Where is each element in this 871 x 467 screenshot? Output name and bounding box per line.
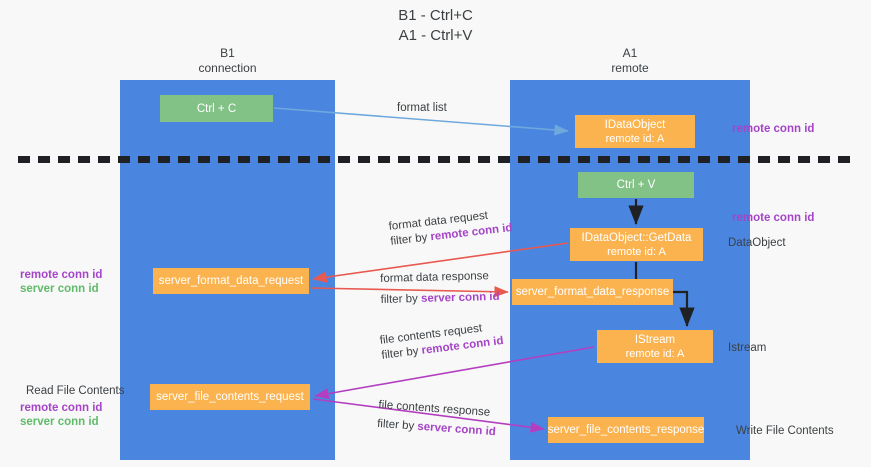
annotation-left-conn-ids-1: remote conn id server conn id	[20, 268, 102, 296]
node-file-req-label: server_file_contents_request	[156, 391, 304, 403]
node-istream-line-2: remote id: A	[625, 347, 685, 360]
edge-label-format-data-request: format data request filter by remote con…	[388, 206, 513, 250]
annotation-right-4-line-1: Istream	[728, 342, 767, 354]
edge-label-fcresp-key: server conn id	[416, 420, 497, 439]
edge-label-fdresp-line-1: format data response	[380, 270, 489, 285]
column-header-b1: B1 connection	[120, 46, 335, 76]
annotation-right-1-line-1: remote conn id	[732, 123, 815, 135]
edge-label-file-contents-request: file contents request filter by remote c…	[379, 319, 504, 364]
node-ctrl-c[interactable]: Ctrl + C	[160, 95, 273, 122]
edge-label-format-data-response: format data response filter by server co…	[380, 269, 500, 308]
edge-label-fdreq-prefix: filter by	[389, 231, 432, 248]
node-getdata-line-1: IDataObject::GetData	[581, 231, 692, 244]
annotation-right-dataobject: DataObject	[728, 236, 786, 250]
node-server-format-data-response[interactable]: server_format_data_response	[512, 279, 673, 305]
node-idataobject-getdata[interactable]: IDataObject::GetData remote id: A	[570, 228, 703, 261]
edge-label-fcresp-line-2: filter by server conn id	[377, 417, 497, 440]
edge-label-file-contents-response: file contents response filter by server …	[377, 398, 498, 440]
annotation-right-istream: Istream	[728, 341, 766, 355]
node-idataobject-line-2: remote id: A	[605, 132, 665, 145]
annotation-right-remote-conn-id-2: remote conn id	[732, 211, 814, 225]
node-file-resp-label: server_file_contents_response	[547, 424, 705, 436]
edge-label-fdresp-key: server conn id	[420, 290, 500, 305]
edge-label-fcresp-prefix: filter by	[376, 417, 418, 433]
phase-divider	[18, 156, 856, 163]
annotation-right-5-line-1: Write File Contents	[736, 425, 834, 437]
column-header-b1-line-1: B1	[220, 46, 235, 60]
node-ctrl-c-label: Ctrl + C	[196, 102, 237, 115]
annotation-left-1-line-2: server conn id	[20, 283, 99, 295]
node-server-file-contents-request[interactable]: server_file_contents_request	[150, 384, 310, 410]
column-header-a1-line-2: remote	[611, 61, 649, 75]
annotation-left-conn-ids-2: remote conn id server conn id	[20, 401, 102, 429]
annotation-right-3-line-1: DataObject	[728, 237, 786, 249]
edge-label-fdresp-prefix: filter by	[380, 292, 422, 306]
node-ctrl-v-label: Ctrl + V	[616, 179, 656, 191]
annotation-left-3-line-1: remote conn id	[20, 402, 103, 414]
column-header-a1-line-1: A1	[622, 46, 638, 60]
node-istream[interactable]: IStream remote id: A	[597, 330, 713, 363]
node-server-file-contents-response[interactable]: server_file_contents_response	[548, 417, 704, 443]
node-format-resp-label: server_format_data_response	[515, 286, 670, 298]
diagram-title-line-2: A1 - Ctrl+V	[398, 27, 473, 44]
node-idataobject[interactable]: IDataObject remote id: A	[575, 115, 695, 148]
diagram-title-line-1: B1 - Ctrl+C	[398, 7, 473, 24]
annotation-right-remote-conn-id-1: remote conn id	[732, 122, 814, 136]
column-header-a1: A1 remote	[510, 46, 750, 76]
node-idataobject-line-1: IDataObject	[604, 118, 666, 131]
annotation-right-write-file-contents: Write File Contents	[736, 424, 834, 438]
annotation-left-2-line-1: Read File Contents	[26, 385, 125, 397]
diagram-title: B1 - Ctrl+C A1 - Ctrl+V	[0, 6, 871, 46]
annotation-left-read-file-contents: Read File Contents	[26, 384, 124, 398]
edge-label-format-list-text: format list	[397, 102, 447, 114]
node-istream-line-1: IStream	[634, 333, 676, 346]
node-format-req-label: server_format_data_request	[158, 275, 304, 287]
annotation-left-1-line-1: remote conn id	[20, 269, 103, 281]
node-server-format-data-request[interactable]: server_format_data_request	[153, 268, 309, 294]
edge-label-fdresp-line-2: filter by server conn id	[381, 290, 500, 308]
node-ctrl-v[interactable]: Ctrl + V	[578, 172, 694, 198]
annotation-left-3-line-2: server conn id	[20, 416, 99, 428]
annotation-right-2-line-1: remote conn id	[732, 212, 815, 224]
edge-label-format-list: format list	[397, 101, 447, 116]
node-getdata-line-2: remote id: A	[607, 245, 666, 258]
column-header-b1-line-2: connection	[198, 61, 257, 75]
edge-label-fcreq-prefix: filter by	[380, 344, 423, 362]
